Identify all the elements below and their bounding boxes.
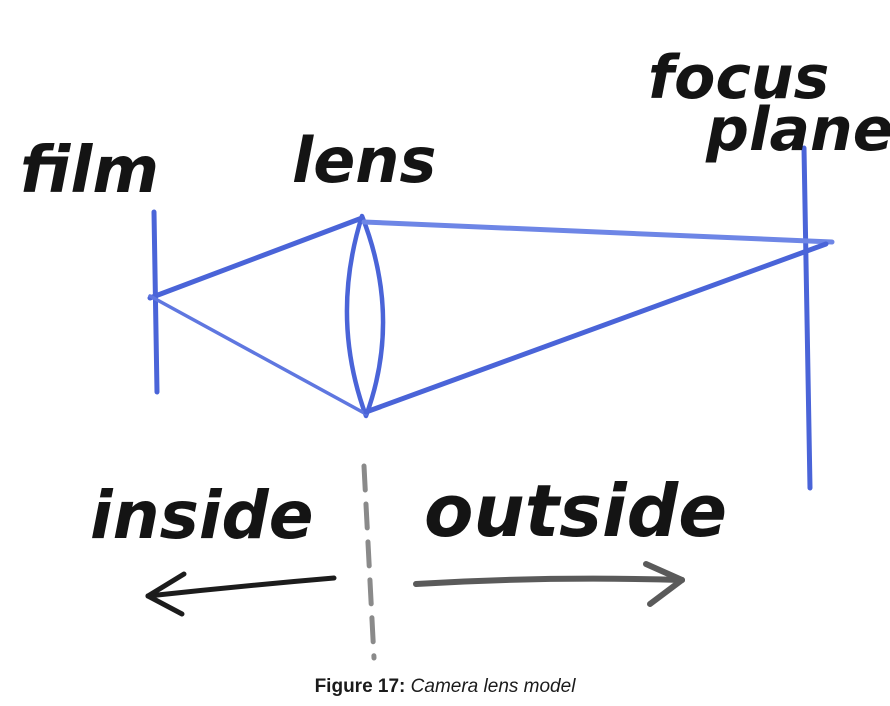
film-plane-line	[151, 209, 160, 395]
inside-arrow	[145, 571, 337, 617]
lens-shape	[344, 213, 386, 419]
ray-lens-top-to-focus	[361, 219, 835, 245]
outside-arrow	[413, 561, 685, 607]
figure-caption-text: Camera lens model	[410, 676, 576, 697]
lens-label: lens	[292, 124, 436, 197]
light-rays	[147, 215, 835, 416]
figure-number: Figure 17:	[314, 676, 406, 697]
figure-caption: Figure 17: Camera lens model	[0, 676, 890, 698]
ray-lens-bottom-to-focus	[363, 241, 829, 415]
focus-plane-line	[801, 145, 813, 491]
focus-plane-label-line1: focus	[648, 43, 829, 113]
focus-plane-label-line2: plane	[705, 95, 890, 165]
ray-film-to-lens-bottom	[148, 294, 368, 416]
film-label: film	[20, 134, 159, 208]
lens-divider-dashed-line	[361, 463, 377, 661]
outside-label: outside	[424, 469, 727, 553]
ray-film-to-lens-top	[147, 215, 365, 301]
inside-label: inside	[90, 477, 314, 554]
